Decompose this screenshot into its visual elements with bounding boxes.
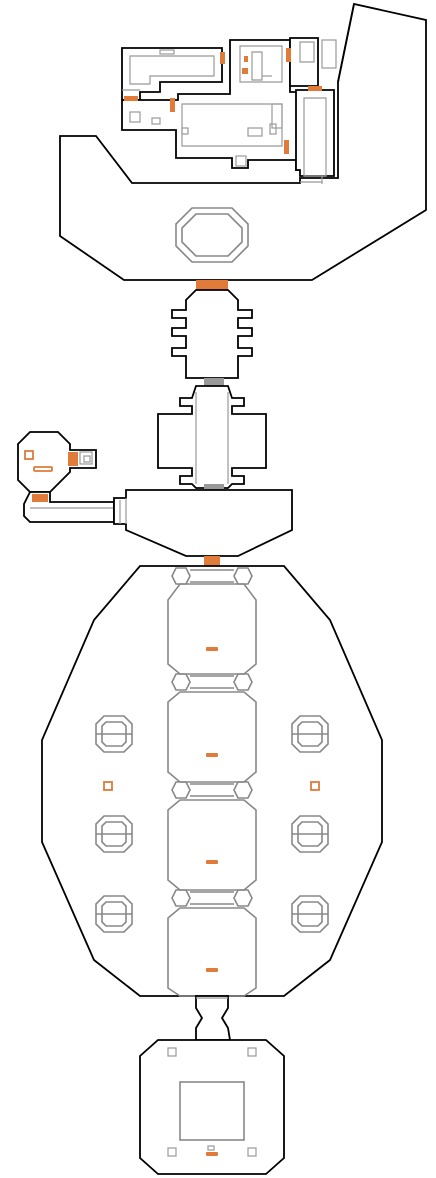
corridor-upper-outline [171,289,253,379]
door-cluster-8 [244,56,248,62]
item-side-room-key [24,450,34,460]
door-side-room [68,452,74,466]
pillar-left-1 [95,715,133,753]
pillar-right-1 [291,715,329,753]
side-room-outline [17,431,97,493]
item-right-hall [310,781,320,791]
door-side-room-2 [74,452,78,466]
upper-hall-octagon-outer [175,207,249,263]
door-cluster-7 [242,68,248,74]
exit-area [139,995,285,1175]
item-left-hall [103,781,113,791]
lower-passage-outline [195,995,232,1041]
door-cluster-2 [220,52,225,64]
item-exit-marker [206,1152,218,1156]
right-pillars [291,715,329,933]
exit-room-outline [139,1039,285,1175]
exit-pad [179,1081,245,1141]
door-cluster-6 [284,140,289,154]
great-hall-outline [41,565,383,997]
cross-chamber-outline [157,385,267,489]
item-chamber-2 [206,753,218,757]
item-side-room-bar [33,466,53,472]
corridor-upper [157,280,267,490]
item-chamber-3 [206,860,218,864]
upper-hall-octagon-inner [181,213,243,257]
cluster-room-d [295,89,335,177]
door-upper-hall [196,280,228,290]
door-cluster-4 [286,48,291,62]
door-side-connector [32,494,48,502]
antechamber [113,489,293,566]
upper-complex [59,2,427,281]
antechamber-outline [113,489,293,557]
door-cluster-3 [170,98,175,112]
door-antechamber [204,556,220,566]
pillar-right-2 [291,815,329,853]
pillar-left-3 [95,895,133,933]
side-room [17,431,115,523]
left-pillars [95,715,133,933]
pillar-right-3 [291,895,329,933]
door-cluster-5 [308,86,322,91]
item-chamber-1 [206,647,218,651]
great-hall [41,565,383,997]
chamber-4 [167,907,257,997]
pillar-left-2 [95,815,133,853]
item-chamber-4 [206,968,218,972]
central-chambers [167,567,257,997]
door-cluster-1 [124,96,138,101]
